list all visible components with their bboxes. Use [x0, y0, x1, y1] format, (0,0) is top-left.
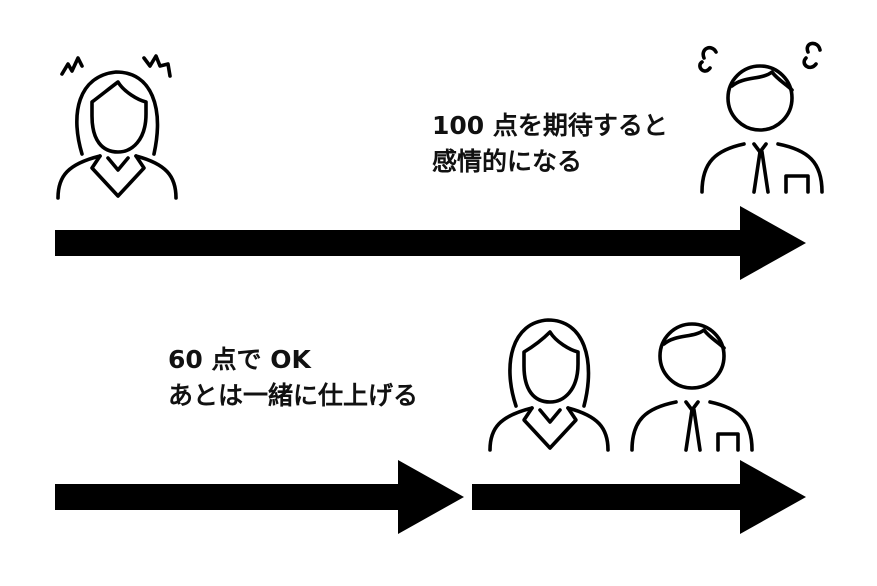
bottom-second-arrow [472, 460, 806, 534]
man-icon [630, 322, 754, 452]
bottom-caption-line1: 60 点で OK [168, 345, 311, 374]
bottom-caption-line2: あとは一緒に仕上げる [168, 381, 419, 410]
top-caption: 100 点を期待すると 感情的になる [432, 108, 668, 180]
stressed-woman-icon [56, 54, 178, 200]
bottom-caption: 60 点で OK あとは一緒に仕上げる [168, 342, 418, 414]
angry-man-icon [698, 41, 824, 194]
bottom-first-arrow [55, 460, 464, 534]
woman-icon [488, 318, 610, 452]
top-caption-line1: 100 点を期待すると [432, 111, 668, 140]
top-timeline-arrow [55, 206, 806, 280]
top-caption-line2: 感情的になる [432, 147, 583, 176]
